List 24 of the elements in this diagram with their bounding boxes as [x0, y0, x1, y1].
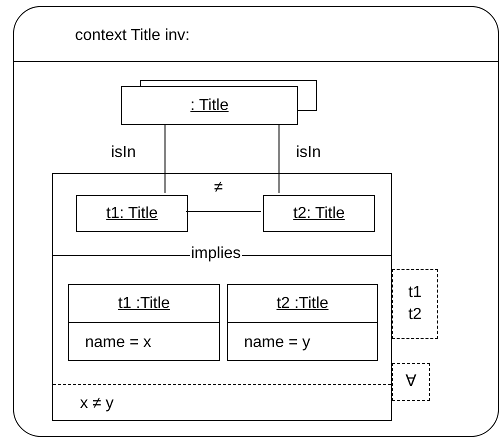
variable-text: ∀ [404, 372, 418, 392]
frame-heading: context Title inv: [75, 26, 190, 46]
quantifier-box [392, 363, 430, 401]
object-name: t1 :Title [117, 294, 171, 314]
attribute-text: name = y [244, 333, 310, 353]
association-line [186, 211, 262, 212]
object-box [68, 284, 220, 361]
condition-text: x ≠ y [80, 394, 114, 414]
object-name: t2: Title [292, 204, 346, 224]
object-name: t1: Title [105, 204, 159, 224]
object-name: : Title [189, 96, 230, 116]
operator-label: implies [190, 244, 242, 264]
constraint-box [52, 173, 392, 421]
association-line [278, 124, 280, 194]
object-box [263, 195, 375, 232]
variable-text: t1 t2 [407, 283, 423, 325]
rule-frame [13, 6, 499, 437]
multi-object-box [121, 86, 298, 125]
quantifier-box [392, 269, 438, 339]
association-line [164, 124, 166, 194]
object-box [76, 195, 188, 232]
object-box [227, 284, 378, 361]
attribute-text: name = x [85, 333, 152, 353]
object-name: t2 :Title [276, 294, 330, 314]
